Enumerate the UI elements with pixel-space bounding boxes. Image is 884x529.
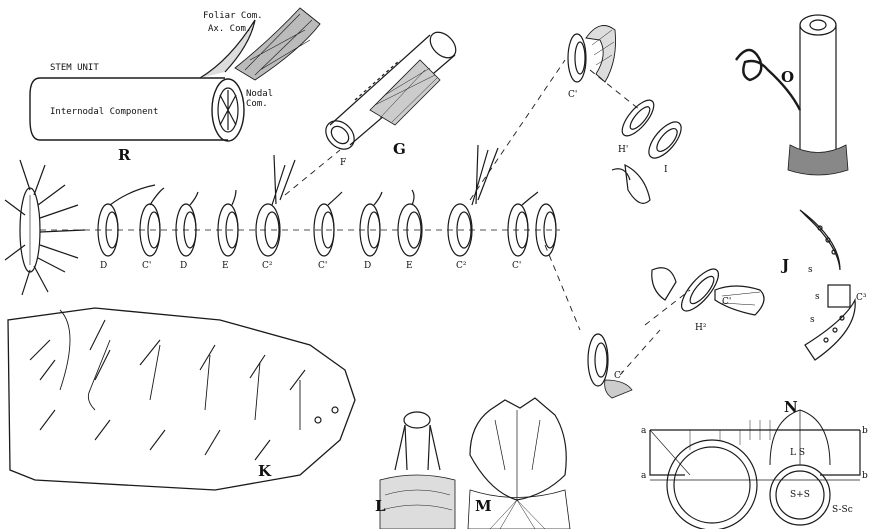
n-ls: L S: [790, 448, 805, 458]
connector-lines: [285, 60, 690, 375]
unit-c2b: [448, 145, 498, 256]
seq-label: C²: [456, 261, 467, 271]
unit-e1: [218, 190, 238, 256]
j-s1: s: [808, 265, 813, 275]
seq-label: D: [100, 261, 107, 271]
seq-label: C': [142, 261, 151, 271]
unit-e2: [398, 190, 422, 256]
label-r: R: [118, 146, 131, 164]
label-h1: H': [618, 145, 628, 155]
label-c1-top: C': [568, 90, 577, 100]
seq-label: C': [318, 261, 327, 271]
unit-c1: [140, 188, 164, 256]
figure-r-stem-unit: STEM UNIT Internodal Component Foliar Co…: [30, 8, 320, 164]
n-a-bottom: a: [641, 471, 647, 481]
unit-d3: [360, 192, 382, 256]
seq-label: C': [512, 261, 521, 271]
unit-d1: [98, 185, 155, 256]
figure-m: M: [468, 398, 570, 529]
n-b-bottom: b: [862, 471, 868, 481]
seq-label: C²: [262, 261, 273, 271]
node-sequence: [5, 145, 560, 295]
label-g: G: [393, 140, 406, 158]
n-a-top: a: [641, 426, 647, 436]
label-l: L: [375, 497, 386, 515]
unit-c1c: [508, 192, 538, 256]
j-s3: s: [810, 315, 815, 325]
stem-unit-title: STEM UNIT: [50, 63, 99, 73]
figure-l: L: [375, 412, 455, 529]
figure-c1-upper: C': [568, 26, 616, 101]
nodal-label-b: Com.: [246, 99, 268, 109]
label-k: K: [258, 462, 272, 480]
unit-c1b: [314, 192, 342, 256]
figure-k-cone: K: [8, 308, 355, 490]
label-c1-right: C': [722, 297, 731, 307]
axillary-label: Ax. Com.: [208, 24, 251, 34]
n-sts: S+S: [790, 490, 810, 500]
label-c1-lower: C': [614, 371, 623, 381]
label-n: N: [784, 398, 798, 416]
label-f: F: [340, 158, 346, 168]
figure-h2: H² C': [652, 264, 764, 333]
label-h2: H²: [695, 323, 707, 333]
label-i: I: [664, 165, 668, 175]
figure-n: N a a b b L S S+S S-Sc: [641, 398, 868, 529]
whorl-star: [5, 160, 85, 295]
seq-label: D: [364, 261, 371, 271]
j-s2: s: [815, 292, 820, 302]
sequence-labels: D C' D E C² C' D E C² C': [100, 261, 521, 271]
seq-label: D: [180, 261, 187, 271]
nodal-label-a: Nodal: [246, 89, 273, 99]
label-m: M: [475, 497, 492, 515]
label-j: J: [780, 256, 789, 274]
unit-c2a: [256, 155, 295, 256]
seq-label: E: [406, 261, 413, 271]
n-ssc: S-Sc: [832, 505, 853, 515]
label-o: O: [781, 68, 794, 86]
internodal-label: Internodal Component: [50, 107, 158, 117]
figure-c1-lower: C': [588, 334, 632, 398]
figure-g-cylinder: G F: [320, 27, 460, 168]
n-b-top: b: [862, 426, 868, 436]
figure-o: O: [736, 15, 848, 175]
j-c3: C³: [856, 293, 867, 303]
foliar-label: Foliar Com.: [203, 11, 263, 21]
seq-label: E: [222, 261, 229, 271]
figure-h1-i: H' I: [612, 95, 687, 203]
figure-j: J s s s C³: [780, 210, 867, 360]
unit-d2: [176, 192, 198, 256]
